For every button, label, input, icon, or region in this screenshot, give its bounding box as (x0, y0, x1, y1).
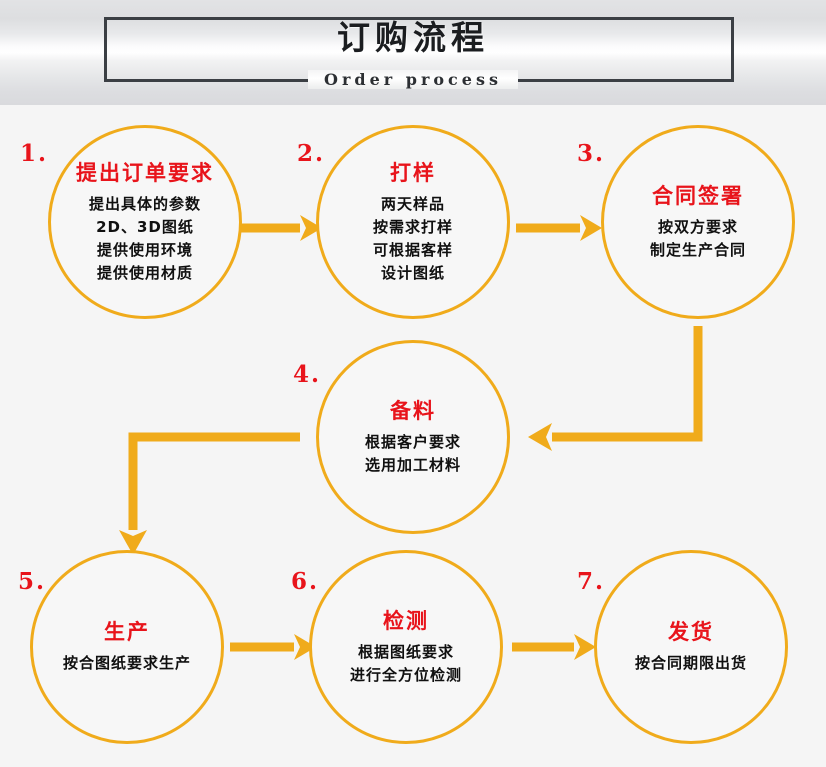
process-step-node-5[interactable]: 生产 按合图纸要求生产 (30, 550, 224, 744)
process-step-node-1[interactable]: 提出订单要求 提出具体的参数 2D、3D图纸 提供使用环境 提供使用材质 (48, 125, 242, 319)
arrow-step4-to-step5 (119, 432, 300, 555)
step-detail-line: 2D、3D图纸 (96, 217, 194, 236)
process-step-node-2[interactable]: 打样 两天样品 按需求打样 可根据客样 设计图纸 (316, 125, 510, 319)
step-detail-line: 提供使用材质 (96, 263, 193, 282)
flow-connectors-layer (119, 215, 703, 660)
arrow-step6-to-step7 (512, 634, 596, 660)
step-detail-line: 设计图纸 (380, 263, 445, 282)
step-detail-1: 提出具体的参数 2D、3D图纸 提供使用环境 提供使用材质 (89, 193, 201, 285)
page-subtitle-wrap: Order process (0, 66, 826, 92)
process-step-node-3[interactable]: 合同签署 按双方要求 制定生产合同 (601, 125, 795, 319)
step-detail-line: 选用加工材料 (364, 455, 461, 474)
step-detail-7: 按合同期限出货 (635, 652, 747, 675)
arrow-step3-to-step4 (528, 326, 703, 451)
step-number-2: 2. (297, 140, 326, 167)
step-title-4: 备料 (390, 398, 436, 423)
step-title-3: 合同签署 (652, 183, 744, 208)
step-title-6: 检测 (383, 608, 429, 633)
process-step-node-7[interactable]: 发货 按合同期限出货 (594, 550, 788, 744)
step-detail-4: 根据客户要求 选用加工材料 (365, 431, 461, 477)
step-detail-line: 可根据客样 (372, 240, 453, 259)
step-title-2: 打样 (390, 160, 436, 185)
page-subtitle: Order process (308, 69, 518, 89)
step-detail-line: 制定生产合同 (649, 240, 746, 259)
step-title-5: 生产 (104, 620, 150, 644)
arrow-step2-to-step3 (516, 215, 602, 241)
step-number-6: 6. (291, 568, 320, 595)
step-number-5: 5. (18, 568, 47, 595)
step-detail-line: 按需求打样 (372, 217, 453, 236)
step-detail-line: 根据客户要求 (364, 432, 461, 451)
step-detail-3: 按双方要求 制定生产合同 (650, 216, 746, 262)
step-number-7: 7. (577, 568, 606, 595)
step-detail-2: 两天样品 按需求打样 可根据客样 设计图纸 (373, 193, 453, 285)
page-title: 订购流程 (337, 18, 489, 57)
order-process-flow-diagram: 1. 2. 3. 4. 5. 6. 7. 提出订单要求 提出具体的参数 2D、3… (0, 105, 826, 767)
step-number-1: 1. (20, 140, 49, 167)
step-detail-line: 根据图纸要求 (357, 642, 454, 661)
step-detail-line: 提出具体的参数 (88, 194, 201, 213)
step-title-7: 发货 (668, 620, 714, 644)
header-banner: 订购流程 Order process (0, 0, 826, 105)
step-detail-line: 两天样品 (380, 194, 445, 213)
step-number-3: 3. (577, 140, 606, 167)
step-title-1: 提出订单要求 (76, 160, 214, 185)
step-number-4: 4. (293, 361, 322, 388)
step-detail-line: 进行全方位检测 (349, 665, 462, 684)
step-detail-6: 根据图纸要求 进行全方位检测 (350, 641, 462, 687)
process-step-node-4[interactable]: 备料 根据客户要求 选用加工材料 (316, 340, 510, 534)
step-detail-line: 按合图纸要求生产 (62, 654, 191, 672)
arrow-step1-to-step2 (236, 215, 322, 241)
step-detail-line: 提供使用环境 (96, 240, 193, 259)
step-detail-line: 按双方要求 (657, 217, 738, 236)
process-step-node-6[interactable]: 检测 根据图纸要求 进行全方位检测 (309, 550, 503, 744)
step-detail-line: 按合同期限出货 (634, 654, 747, 672)
arrow-step5-to-step6 (230, 634, 316, 660)
step-detail-5: 按合图纸要求生产 (63, 652, 191, 675)
